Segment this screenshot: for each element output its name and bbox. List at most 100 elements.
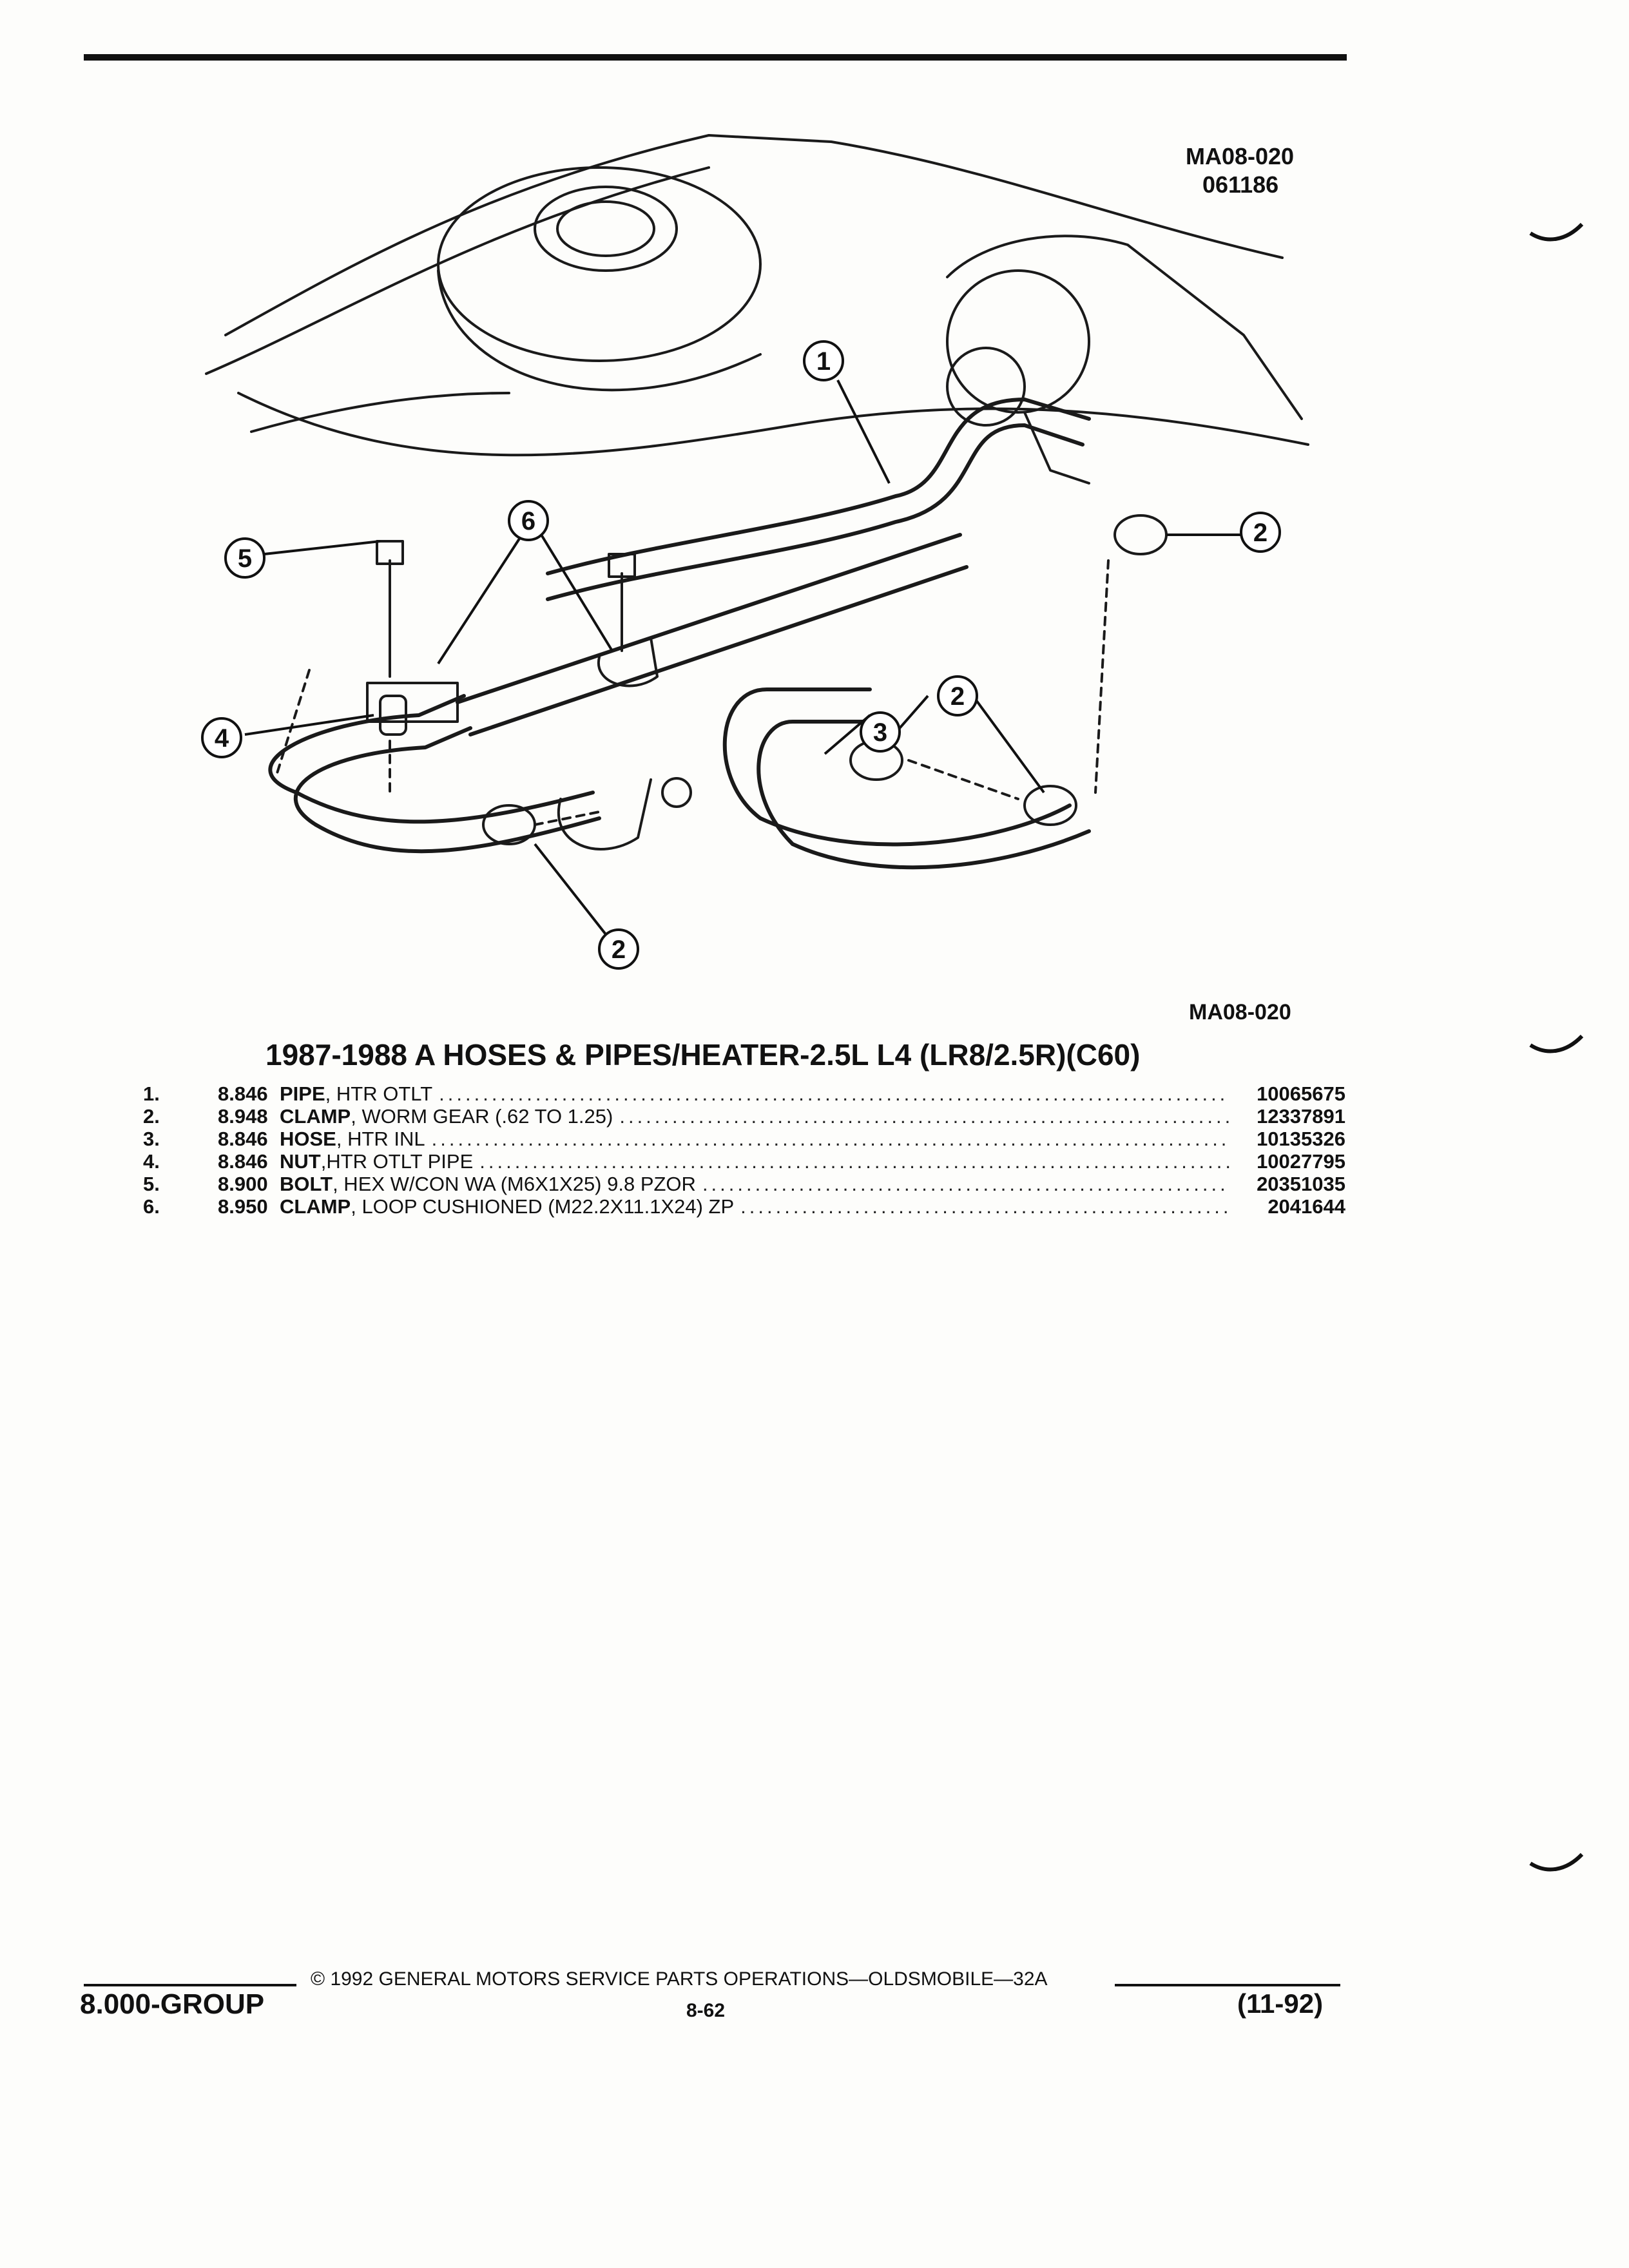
blower-motor <box>946 269 1090 414</box>
parts-row: 5. 8.900 BOLT , HEX W/CON WA (M6X1X25) 9… <box>143 1173 1345 1195</box>
figure-code: 061186 <box>1202 171 1279 198</box>
heater-inlet-hose <box>757 720 872 846</box>
body-outline <box>205 166 710 375</box>
figure-reference: MA08-020 <box>1189 1000 1291 1024</box>
part-detail: ,HTR OTLT PIPE <box>320 1150 474 1173</box>
heater-outlet-pipe <box>546 423 1084 601</box>
part-number: 10065675 <box>1257 1082 1345 1105</box>
page-number: 8-62 <box>686 2000 726 2021</box>
parts-row: 1. 8.846 PIPE , HTR OTLT ...............… <box>143 1082 1345 1105</box>
callout-circle <box>1240 512 1281 553</box>
body-outline <box>237 392 1309 457</box>
part-detail: , LOOP CUSHIONED (M22.2X11.1X24) ZP <box>351 1195 735 1218</box>
leader-dots: ........................................… <box>619 1105 1229 1128</box>
copyright: © 1992 GENERAL MOTORS SERVICE PARTS OPER… <box>311 1968 1048 1990</box>
item-number: 6. <box>143 1195 160 1218</box>
parts-list: 1. 8.846 PIPE , HTR OTLT ...............… <box>143 1082 1345 1218</box>
part-name: CLAMP <box>280 1195 351 1218</box>
item-number: 5. <box>143 1173 160 1195</box>
part-number: 12337891 <box>1257 1105 1345 1128</box>
leader-dots: ........................................… <box>431 1128 1229 1150</box>
bracket <box>366 682 459 723</box>
leader-line <box>540 533 613 652</box>
bolt-head <box>608 553 636 578</box>
group-label: 8.000-GROUP <box>80 1988 265 2020</box>
heater-pipe <box>468 565 969 736</box>
binder-mark <box>1529 1034 1584 1053</box>
worm-gear-clamp <box>1113 514 1168 555</box>
bolt-head <box>376 540 404 565</box>
part-detail: , HTR INL <box>336 1128 425 1150</box>
leader-line <box>244 714 374 736</box>
callout-circle <box>201 717 242 758</box>
item-number: 2. <box>143 1105 160 1128</box>
callout-circle <box>508 500 549 541</box>
part-name: HOSE <box>280 1128 336 1150</box>
parts-row: 3. 8.846 HOSE , HTR INL ................… <box>143 1128 1345 1150</box>
part-name: PIPE <box>280 1082 325 1105</box>
callout-circle <box>937 675 978 716</box>
item-number: 3. <box>143 1128 160 1150</box>
part-number: 20351035 <box>1257 1173 1345 1195</box>
heater-inlet-hose <box>791 829 1091 870</box>
item-number: 4. <box>143 1150 160 1173</box>
heater-hose <box>268 694 466 794</box>
leader-dots: ........................................… <box>479 1150 1229 1173</box>
blower-tube <box>1023 411 1090 485</box>
figure-id: MA08-020 <box>1186 143 1295 169</box>
part-detail: , WORM GEAR (.62 TO 1.25) <box>351 1105 613 1128</box>
binder-mark <box>1529 1852 1584 1872</box>
nut <box>379 695 407 736</box>
heater-hose <box>293 726 472 827</box>
leader-line <box>264 540 381 555</box>
item-number: 1. <box>143 1082 160 1105</box>
part-number: 2041644 <box>1268 1195 1345 1218</box>
heater-pipe <box>456 533 962 704</box>
group-number: 8.846 <box>218 1128 268 1150</box>
footer-rule <box>1115 1984 1340 1986</box>
heater-hose <box>314 816 601 854</box>
leader-line <box>534 843 607 936</box>
strut-tower <box>437 166 762 362</box>
footer-rule <box>84 1984 296 1986</box>
part-name: CLAMP <box>280 1105 351 1128</box>
part-number: 10027795 <box>1257 1150 1345 1173</box>
engine-fitting-nut <box>661 777 692 808</box>
callout-4: 4 <box>215 724 229 753</box>
assembly-line <box>276 669 311 774</box>
group-number: 8.846 <box>218 1150 268 1173</box>
callout-5: 5 <box>238 544 252 573</box>
parts-row: 4. 8.846 NUT ,HTR OTLT PIPE ............… <box>143 1150 1345 1173</box>
group-number: 8.950 <box>218 1195 268 1218</box>
callout-circle <box>598 928 639 970</box>
top-rule <box>84 54 1347 61</box>
blower-housing <box>946 235 1303 420</box>
description: HOSE , HTR INL .........................… <box>280 1128 1236 1151</box>
description: PIPE , HTR OTLT ........................… <box>280 1082 1236 1106</box>
leader-line <box>972 695 1045 794</box>
leader-dots: ........................................… <box>439 1082 1229 1105</box>
heater-inlet-hose <box>722 687 872 820</box>
callout-1: 1 <box>816 347 831 376</box>
callout-2: 2 <box>612 936 626 964</box>
parts-row: 6. 8.950 CLAMP , LOOP CUSHIONED (M22.2X1… <box>143 1195 1345 1218</box>
group-number: 8.900 <box>218 1173 268 1195</box>
heater-outlet-pipe <box>546 398 1091 575</box>
worm-gear-clamp <box>1023 785 1077 826</box>
binder-mark <box>1529 222 1584 242</box>
description: BOLT , HEX W/CON WA (M6X1X25) 9.8 PZOR .… <box>280 1173 1236 1196</box>
leader-line <box>836 380 891 484</box>
revision-date: (11-92) <box>1237 1988 1324 2019</box>
strut-tower-base <box>437 269 762 392</box>
callout-circle <box>860 711 901 753</box>
leader-dots: ........................................… <box>702 1173 1229 1195</box>
group-number: 8.846 <box>218 1082 268 1105</box>
part-detail: , HEX W/CON WA (M6X1X25) 9.8 PZOR <box>333 1173 696 1195</box>
body-outline <box>250 392 510 433</box>
strut-tower-hole <box>556 200 655 257</box>
part-number: 10135326 <box>1257 1128 1345 1150</box>
engine-fitting <box>557 778 652 850</box>
description: NUT ,HTR OTLT PIPE .....................… <box>280 1150 1236 1173</box>
part-name: NUT <box>280 1150 321 1173</box>
section-title: 1987-1988 A HOSES & PIPES/HEATER-2.5L L4… <box>265 1038 1141 1072</box>
